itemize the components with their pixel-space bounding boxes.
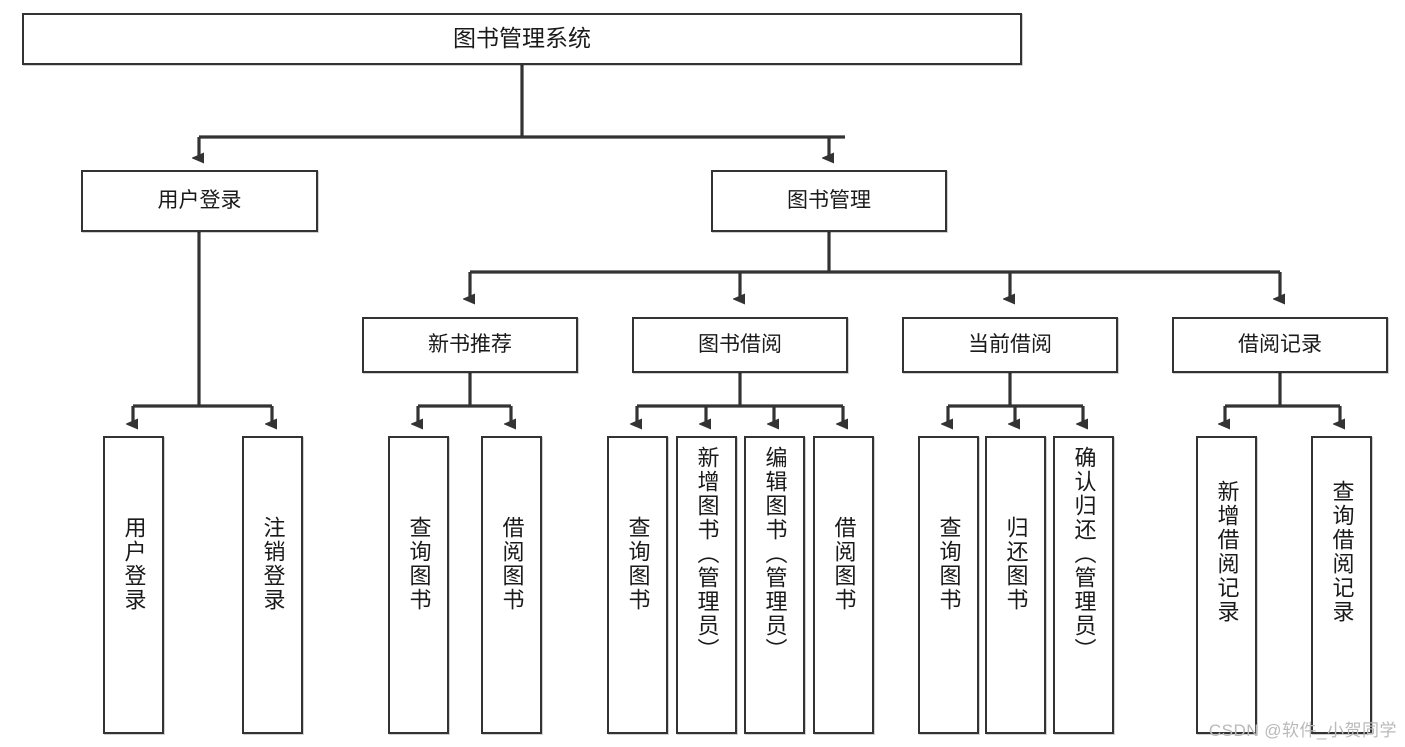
node-label: 新书推荐 xyxy=(428,332,512,356)
leaf-user-login[interactable]: 用户登录 xyxy=(103,436,164,734)
leaf-record-query[interactable]: 查询借阅记录 xyxy=(1311,436,1372,734)
node-label: 查询图书 xyxy=(625,516,651,612)
leaf-logout[interactable]: 注销登录 xyxy=(242,436,303,734)
leaf-borrow-add-book-admin[interactable]: 新增图书（管理员） xyxy=(676,436,737,734)
node-label: 查询图书 xyxy=(406,516,432,612)
node-new-book-recommend[interactable]: 新书推荐 xyxy=(362,317,578,373)
node-label: 注销登录 xyxy=(260,516,286,612)
node-label: 当前借阅 xyxy=(968,332,1052,356)
leaf-current-query-book[interactable]: 查询图书 xyxy=(918,436,979,734)
node-book-management[interactable]: 图书管理 xyxy=(711,170,947,232)
leaf-borrow-edit-book-admin[interactable]: 编辑图书（管理员） xyxy=(744,436,805,734)
node-label: 借阅图书 xyxy=(499,516,525,612)
node-root-system[interactable]: 图书管理系统 xyxy=(22,13,1022,65)
node-label: 编辑图书（管理员） xyxy=(762,446,788,662)
node-label: 图书管理 xyxy=(787,188,871,212)
node-label: 归还图书 xyxy=(1003,516,1029,612)
node-label: 用户登录 xyxy=(121,516,147,612)
node-label: 新增图书（管理员） xyxy=(694,446,720,662)
leaf-borrow-query-book[interactable]: 查询图书 xyxy=(607,436,668,734)
node-label: 查询借阅记录 xyxy=(1329,480,1355,624)
node-label: 图书借阅 xyxy=(698,332,782,356)
leaf-new-book-borrow[interactable]: 借阅图书 xyxy=(481,436,542,734)
node-label: 用户登录 xyxy=(157,188,242,212)
node-label: 图书管理系统 xyxy=(453,25,591,52)
leaf-new-book-query[interactable]: 查询图书 xyxy=(388,436,449,734)
node-user-login[interactable]: 用户登录 xyxy=(81,170,318,232)
leaf-current-return-book[interactable]: 归还图书 xyxy=(985,436,1046,734)
leaf-record-add[interactable]: 新增借阅记录 xyxy=(1196,436,1257,734)
node-book-borrow[interactable]: 图书借阅 xyxy=(632,317,848,373)
node-label: 借阅记录 xyxy=(1238,332,1322,356)
node-label: 确认归还（管理员） xyxy=(1071,446,1097,662)
node-label: 查询图书 xyxy=(936,516,962,612)
node-borrow-record[interactable]: 借阅记录 xyxy=(1172,317,1388,373)
node-label: 新增借阅记录 xyxy=(1214,480,1240,624)
leaf-current-confirm-return-admin[interactable]: 确认归还（管理员） xyxy=(1053,436,1114,734)
node-current-borrow[interactable]: 当前借阅 xyxy=(902,317,1118,373)
watermark-text: CSDN @软件_小贺同学 xyxy=(1208,721,1397,740)
node-label: 借阅图书 xyxy=(831,516,857,612)
leaf-borrow-borrow-book[interactable]: 借阅图书 xyxy=(813,436,874,734)
